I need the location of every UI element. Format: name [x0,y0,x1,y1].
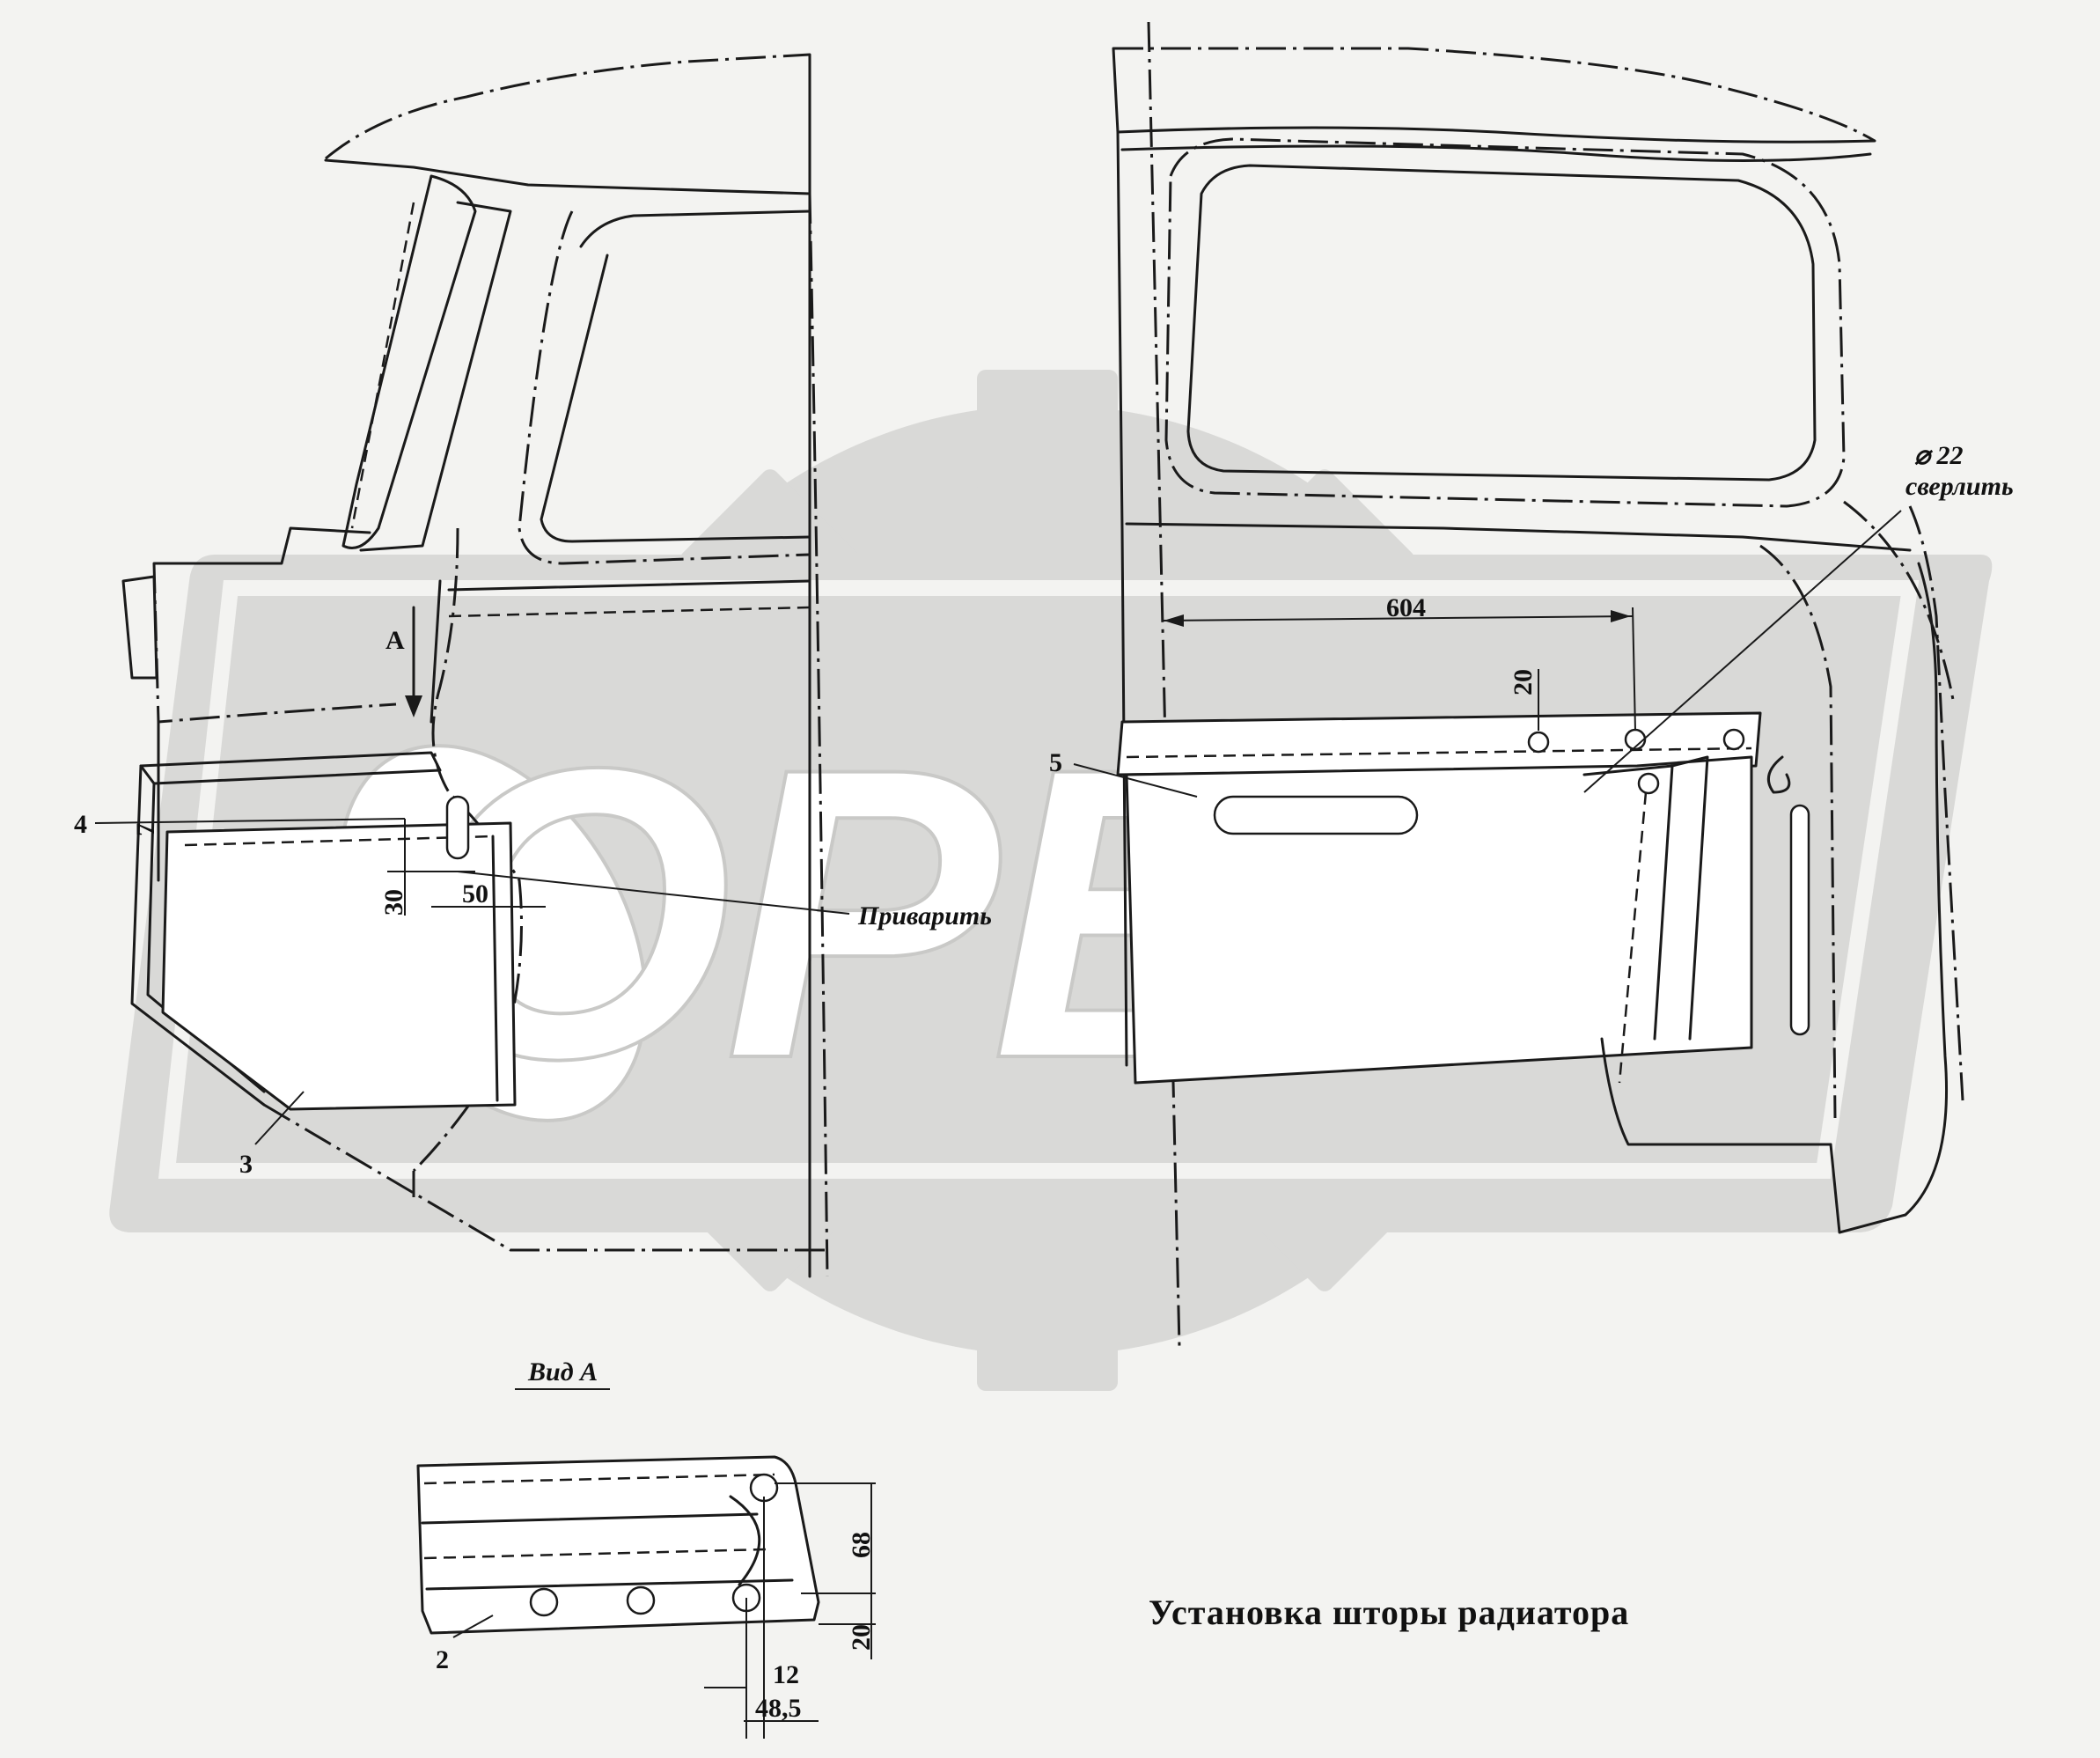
dim-7: 7 [131,823,160,836]
drill-note: сверлить [1905,472,2014,501]
mount-hole [529,1587,559,1617]
drill-diameter: ⌀ 22 [1914,441,1964,470]
mount-hole [1722,728,1745,751]
dim-604: 604 [1386,593,1426,622]
part-2-label: 2 [436,1645,449,1674]
right-cab-view: 604 20 ⌀ 22 сверлить 5 [1049,21,2014,1348]
section-arrow-label: A [385,626,405,655]
mount-hole [1637,772,1660,795]
part-3-label: 3 [239,1150,253,1179]
dim-30: 30 [379,889,408,916]
mount-hole [626,1585,656,1615]
drawing-title: Установка шторы радиатора [1149,1592,1629,1632]
left-cab-view: A 30 50 4 7 Приварить 3 [74,53,992,1278]
dim-48-5: 48,5 [755,1694,802,1723]
view-a-detail: Вид A 68 20 12 48,5 2 [416,1357,876,1739]
part-5-label: 5 [1049,748,1062,777]
view-a-label: Вид A [527,1357,598,1387]
weld-note: Приварить [857,901,992,930]
dim-20-top: 20 [1509,669,1538,695]
dim-12: 12 [773,1660,799,1689]
mount-hole [1527,731,1550,754]
dim-68: 68 [847,1532,876,1558]
dim-50: 50 [462,879,488,908]
part-4-label: 4 [74,810,87,839]
dim-20-bottom: 20 [847,1624,876,1651]
